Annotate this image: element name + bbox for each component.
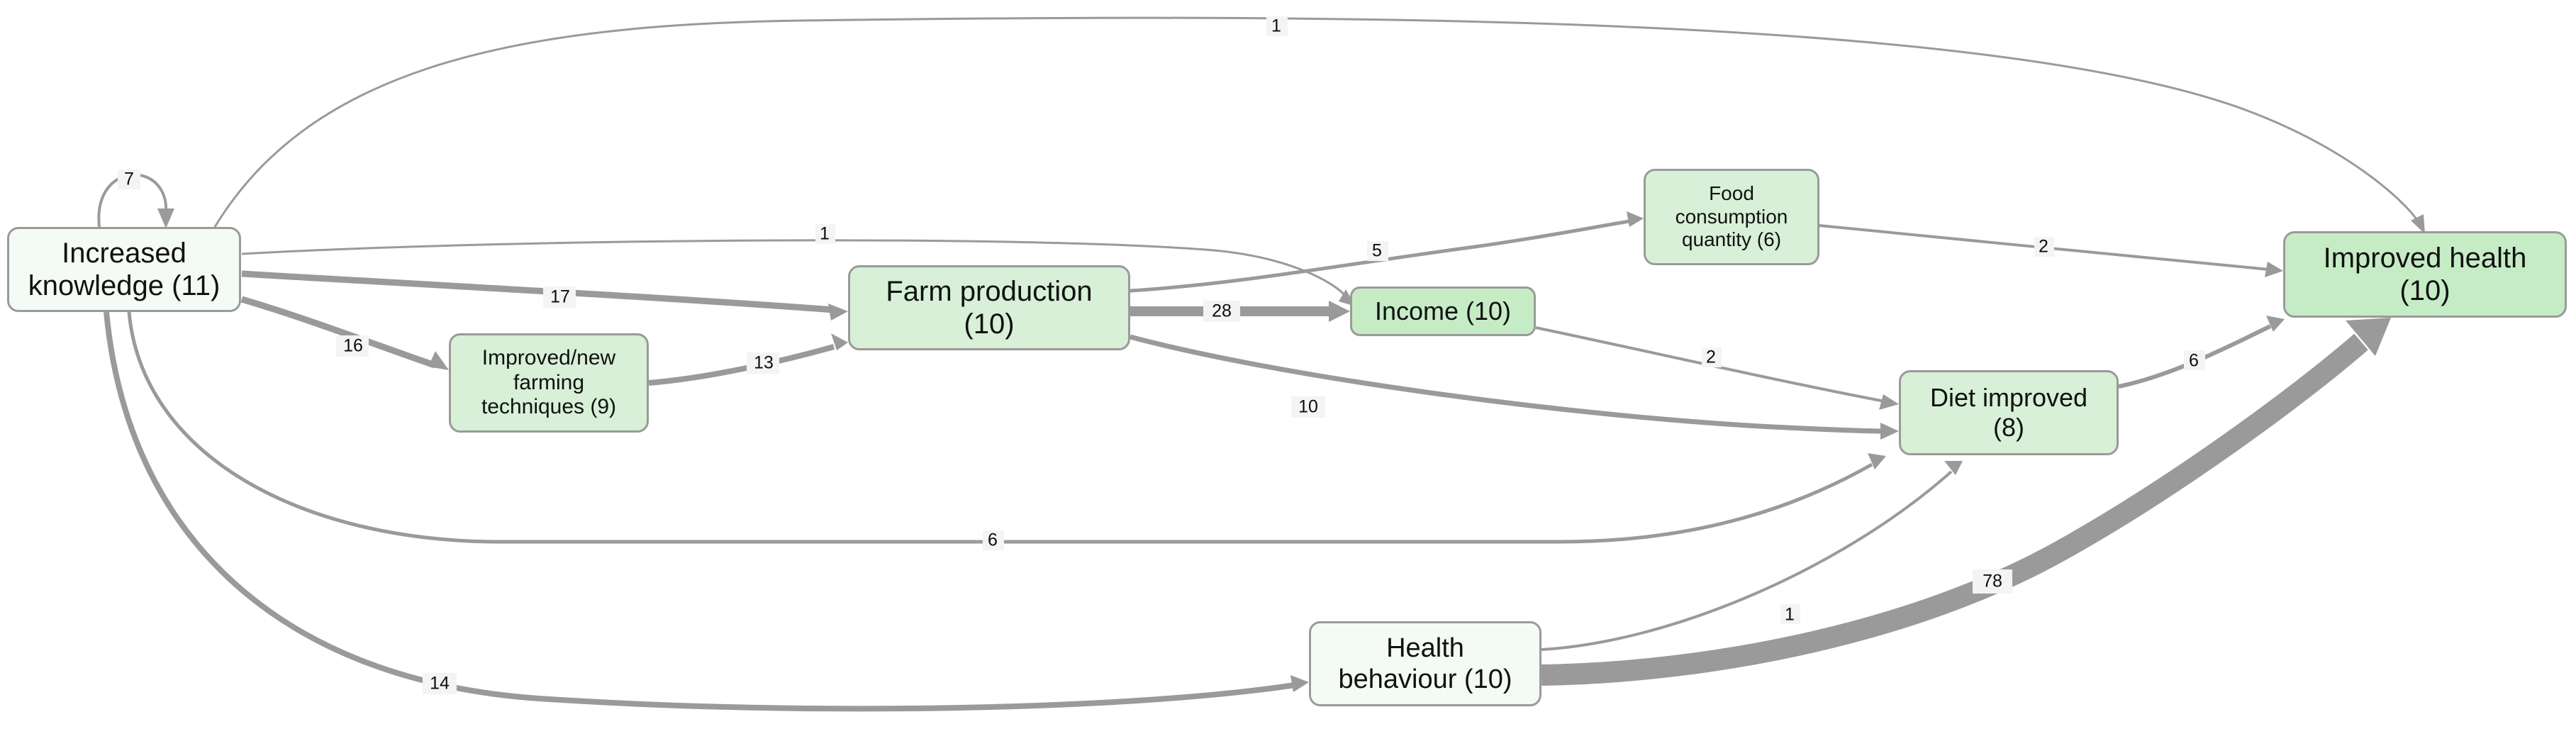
- edge-knowledge-health-behaviour[interactable]: 14: [104, 311, 1309, 712]
- node-label: Improved health (10): [2323, 242, 2527, 306]
- edge-path: [1130, 334, 1885, 434]
- node-label: Farm production (10): [886, 275, 1093, 340]
- node-label: Diet improved (8): [1929, 383, 2088, 442]
- edge-label: 6: [2189, 351, 2199, 371]
- edge-label: 78: [1983, 572, 2002, 591]
- edge-label: 28: [1212, 301, 1232, 321]
- edge-income-diet-improved[interactable]: 2: [1535, 326, 1899, 410]
- edge-food-consumption-improved-health[interactable]: 2: [1819, 224, 2283, 277]
- edge-label-background: [1203, 301, 1240, 322]
- node-increased-knowledge[interactable]: Increased knowledge (11): [7, 227, 241, 312]
- arrow-head-icon: [428, 351, 449, 370]
- edge-path: [241, 239, 1349, 299]
- edge-farm-production-diet-improved[interactable]: 10: [1130, 334, 1899, 440]
- edge-label: 2: [2039, 237, 2048, 257]
- node-label: Food consumption quantity (6): [1675, 182, 1788, 251]
- edge-knowledge-income[interactable]: 1: [241, 224, 1356, 306]
- edge-path: [104, 311, 1295, 712]
- edge-farm-production-food-consumption[interactable]: 5: [1130, 211, 1644, 293]
- arrow-head-icon: [1879, 394, 1899, 410]
- edge-path: [648, 344, 835, 386]
- arrow-head-icon: [157, 208, 174, 228]
- node-label: Health behaviour (10): [1338, 633, 1512, 694]
- edge-label-background: [423, 673, 457, 694]
- arrow-head-icon: [828, 304, 848, 321]
- edge-label: 16: [343, 336, 363, 356]
- node-farm-production[interactable]: Farm production (10): [848, 265, 1130, 350]
- edge-label-background: [2034, 237, 2054, 257]
- edge-path: [1541, 470, 1953, 651]
- edge-knowledge-farm-production[interactable]: 17: [241, 270, 848, 321]
- edge-label: 14: [430, 674, 450, 694]
- edge-label-background: [118, 169, 140, 189]
- edge-farm-production-income[interactable]: 28: [1130, 301, 1350, 322]
- node-label: Income (10): [1374, 296, 1512, 326]
- edge-farming-techniques-farm-production[interactable]: 13: [648, 333, 848, 386]
- arrow-head-icon: [2411, 214, 2425, 234]
- edge-path: [211, 16, 2423, 231]
- arrow-head-icon: [1880, 423, 1899, 440]
- edge-label-background: [336, 335, 369, 357]
- edge-knowledge-farming-techniques[interactable]: 16: [240, 296, 449, 370]
- node-income[interactable]: Income (10): [1350, 286, 1536, 336]
- edge-label: 10: [1298, 397, 1318, 417]
- node-diet-improved[interactable]: Diet improved (8): [1899, 370, 2119, 455]
- arrow-head-icon: [2346, 318, 2391, 356]
- edge-label-background: [747, 352, 779, 374]
- edge-label: 6: [988, 530, 998, 550]
- edge-label: 7: [124, 169, 134, 189]
- edge-label: 5: [1372, 241, 1382, 261]
- edge-label-background: [1780, 604, 1800, 624]
- node-food-consumption-quantity[interactable]: Food consumption quantity (6): [1644, 169, 1819, 265]
- edge-label: 1: [1785, 605, 1795, 625]
- edge-label: 1: [1271, 16, 1281, 36]
- edge-path: [240, 296, 436, 369]
- arrow-head-icon: [1944, 461, 1963, 475]
- edge-path: [241, 270, 835, 313]
- arrow-head-icon: [1627, 211, 1644, 227]
- edge-label: 13: [754, 353, 774, 373]
- edge-label-background: [1702, 347, 1722, 367]
- edge-label-background: [2184, 350, 2205, 370]
- arrow-head-icon: [1868, 453, 1886, 469]
- edge-diet-improved-improved-health[interactable]: 6: [2118, 316, 2285, 389]
- node-improved-health[interactable]: Improved health (10): [2283, 231, 2567, 318]
- arrow-head-icon: [831, 333, 848, 350]
- edge-knowledge-improved-health-top[interactable]: 1: [211, 16, 2425, 234]
- edge-label-background: [1367, 241, 1388, 261]
- edge-label-background: [983, 530, 1004, 550]
- edge-label-background: [543, 286, 576, 308]
- edge-knowledge-diet-improved-long[interactable]: 6: [127, 311, 1886, 550]
- arrow-head-icon: [2266, 316, 2285, 332]
- edge-knowledge-self[interactable]: 7: [97, 169, 174, 228]
- edge-health-behaviour-diet-improved[interactable]: 1: [1541, 461, 1963, 651]
- edge-label-background: [1266, 16, 1288, 36]
- edge-health-behaviour-improved-health[interactable]: 78: [1541, 318, 2391, 686]
- edge-label: 2: [1706, 347, 1716, 367]
- edge-path: [127, 311, 1873, 544]
- arrow-head-icon: [1290, 675, 1309, 692]
- edge-path: [1130, 219, 1630, 293]
- node-health-behaviour[interactable]: Health behaviour (10): [1309, 621, 1541, 706]
- edge-label: 1: [820, 224, 830, 244]
- node-label: Increased knowledge (11): [28, 237, 221, 301]
- node-improved-new-farming-techniques[interactable]: Improved/new farming techniques (9): [449, 333, 649, 433]
- edge-path: [1541, 333, 2368, 686]
- arrow-head-icon: [2265, 262, 2283, 277]
- arrow-head-icon: [1329, 301, 1350, 322]
- node-label: Improved/new farming techniques (9): [481, 345, 617, 419]
- edge-label: 17: [550, 287, 570, 307]
- edge-label-background: [1973, 569, 2012, 594]
- edge-label-background: [815, 224, 835, 244]
- edge-label-background: [1291, 396, 1325, 418]
